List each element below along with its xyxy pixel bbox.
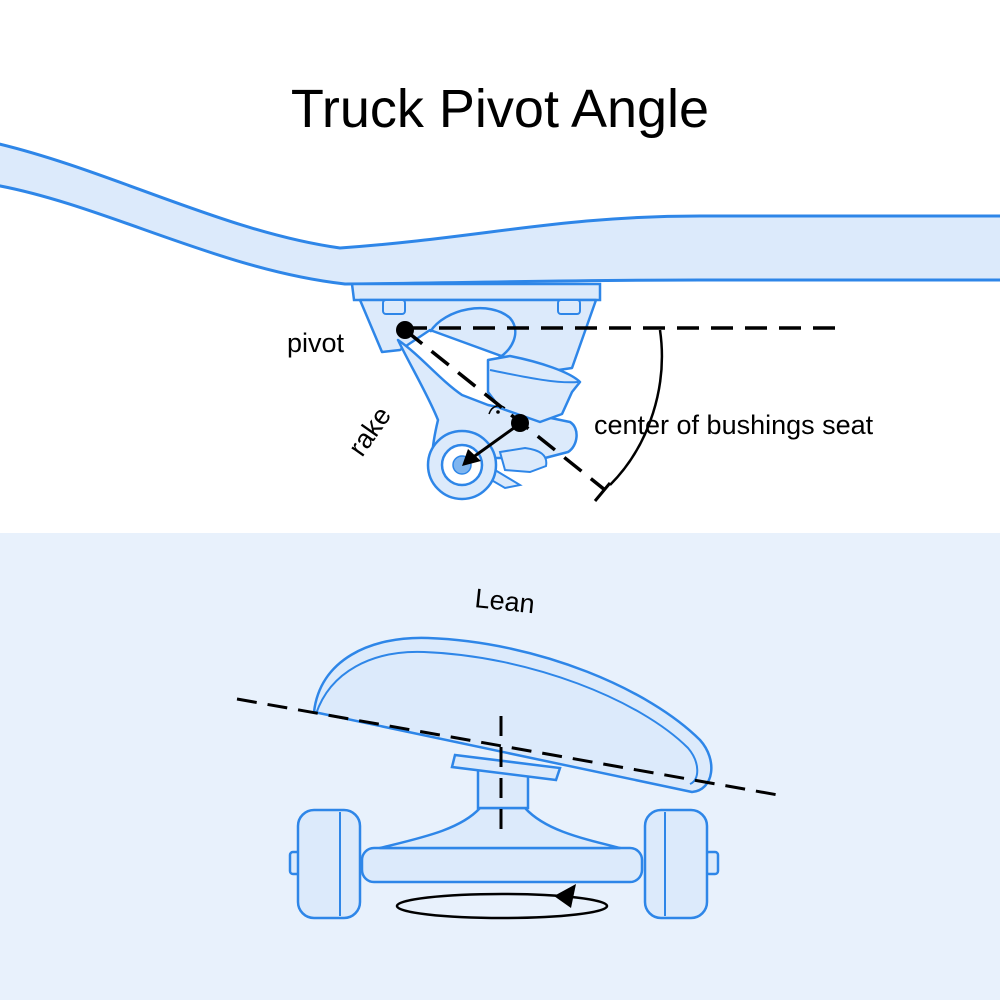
- bushing: [486, 354, 582, 424]
- pivot-label: pivot: [287, 328, 345, 358]
- diagram-title: Truck Pivot Angle: [290, 79, 710, 139]
- front-deck: [312, 636, 713, 794]
- lean-label: Lean: [473, 583, 536, 619]
- rotation-ellipse: [395, 892, 609, 920]
- rake-label: rake: [342, 401, 397, 461]
- front-deck-inner: [315, 650, 699, 785]
- front-axle: [360, 846, 644, 884]
- rotation-arrowhead-icon: [554, 884, 576, 908]
- left-wheel: [288, 808, 362, 920]
- rake-arrow-line: [471, 423, 519, 460]
- pivot-point: [396, 321, 414, 339]
- pivot-angle-arc: [609, 329, 664, 486]
- pivot-axis-line: [403, 328, 607, 492]
- skateboard-deck: [0, 142, 1000, 286]
- truck-baseplate: [350, 282, 602, 302]
- bolt-left-icon: [382, 299, 406, 315]
- pivot-axis-end-tick: [593, 482, 612, 502]
- kingpin-nut: [498, 446, 548, 474]
- right-angle-marker: [488, 405, 506, 415]
- bushing-cap: [489, 369, 579, 384]
- front-baseplate: [450, 753, 562, 782]
- baseplate-body: [358, 298, 598, 374]
- right-wheel: [643, 808, 720, 920]
- bushings-seat-label: center of bushings seat: [594, 410, 874, 440]
- pivot-cup: [428, 306, 517, 362]
- right-angle-dot: [496, 410, 500, 414]
- bolt-right-icon: [557, 299, 581, 315]
- rake-arrowhead-icon: [462, 449, 481, 466]
